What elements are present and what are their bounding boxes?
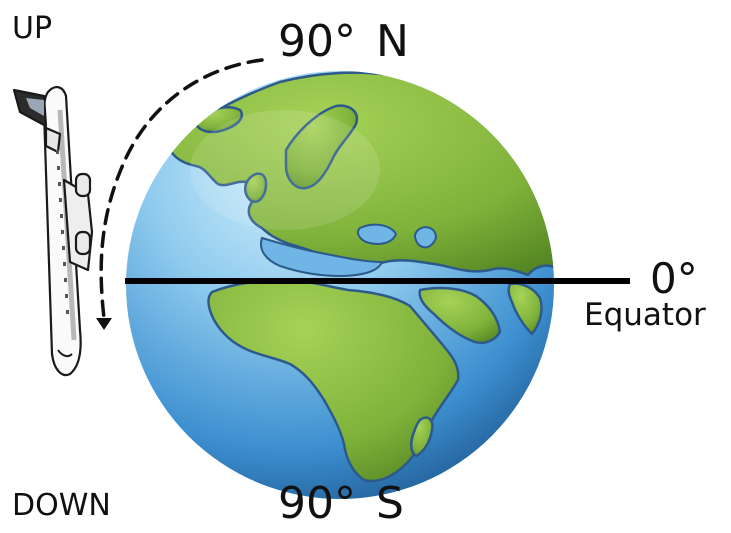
south-pole-degrees-label: 90°	[278, 478, 356, 529]
dashed-curved-arrow-icon	[96, 58, 264, 330]
airplane-icon	[12, 86, 94, 377]
north-pole-degrees-label: 90°	[278, 16, 356, 67]
equator-label: Equator	[584, 297, 706, 333]
down-label: DOWN	[12, 488, 111, 523]
equator-degrees-label: 0°	[650, 254, 698, 303]
up-label: UP	[12, 11, 53, 46]
north-label: N	[376, 16, 409, 67]
earth-globe-icon	[126, 71, 554, 499]
south-label: S	[376, 478, 404, 529]
